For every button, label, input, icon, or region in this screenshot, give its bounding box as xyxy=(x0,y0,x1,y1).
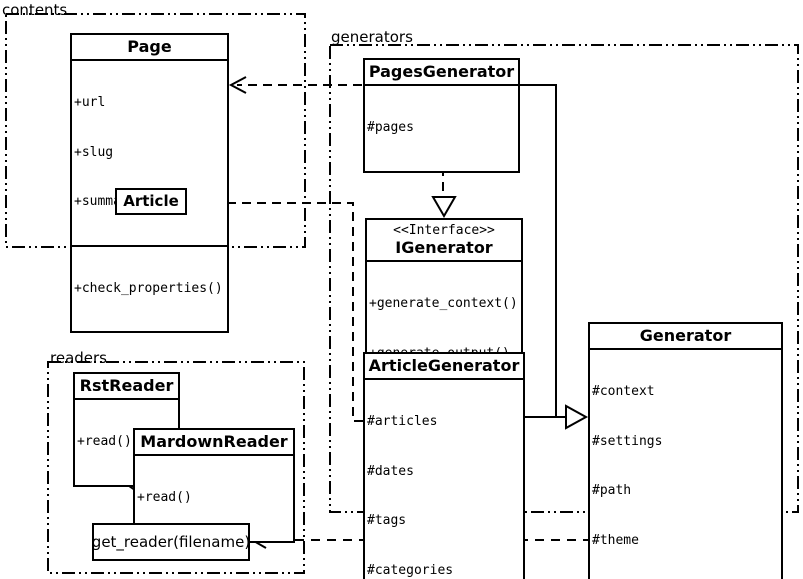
class-generator: Generator #context #settings #path #them… xyxy=(588,322,783,579)
class-page-attributes: +url +slug +summary xyxy=(72,59,227,245)
method: +read() xyxy=(77,434,132,449)
attribute: #theme xyxy=(592,532,639,548)
attribute: #articles xyxy=(367,414,438,429)
readers-package-label: readers xyxy=(50,349,107,367)
attribute: #path xyxy=(592,483,632,498)
attribute: #dates xyxy=(367,463,414,479)
class-pagesgenerator: PagesGenerator #pages xyxy=(363,58,520,173)
class-mardownreader-methods: +read() xyxy=(135,454,293,541)
contents-package-label: contents xyxy=(2,1,68,19)
generators-to-generator-generalization xyxy=(520,84,589,430)
get-reader-label: get_reader(filename) xyxy=(91,533,251,551)
class-articlegenerator: ArticleGenerator #articles #dates #tags … xyxy=(363,352,525,579)
get-reader-box: get_reader(filename) xyxy=(92,523,250,561)
class-rstreader-name: RstReader xyxy=(79,376,174,395)
class-pagesgenerator-attributes: #pages xyxy=(365,84,518,171)
attribute: +slug xyxy=(74,144,114,160)
class-page-methods: +check_properties() xyxy=(72,244,227,332)
class-page: Page +url +slug +summary +check_properti… xyxy=(70,33,229,333)
class-articlegenerator-attributes: #articles #dates #tags #categories xyxy=(365,378,523,579)
generators-package-label: generators xyxy=(331,28,413,46)
class-articlegenerator-name: ArticleGenerator xyxy=(368,356,520,375)
attribute: +url xyxy=(74,95,106,110)
method: +read() xyxy=(137,490,192,505)
pagesgenerator-to-page-dependency xyxy=(228,76,362,94)
class-pagesgenerator-name: PagesGenerator xyxy=(368,62,515,81)
attribute: #settings xyxy=(592,433,663,449)
class-article: Article xyxy=(115,188,187,215)
class-generator-name: Generator xyxy=(639,326,732,345)
class-rstreader-methods: +read() xyxy=(75,398,178,485)
attribute: #context xyxy=(592,384,655,399)
attribute: #tags xyxy=(367,513,407,528)
class-page-name: Page xyxy=(127,37,172,56)
contents-package-border xyxy=(5,13,306,248)
class-generator-attributes: #context #settings #path #theme #output_… xyxy=(590,348,781,579)
class-article-name: Article xyxy=(123,192,179,210)
readers-package-border xyxy=(47,361,305,574)
class-mardownreader-name: MardownReader xyxy=(140,432,288,451)
generators-package-border xyxy=(329,44,799,513)
attribute: #categories xyxy=(367,562,454,578)
method: +check_properties() xyxy=(74,280,223,296)
class-igenerator-stereotype: <<Interface>> xyxy=(393,223,495,238)
class-igenerator-name: IGenerator xyxy=(395,238,493,257)
attribute: #pages xyxy=(367,120,414,135)
method: +generate_context() xyxy=(369,296,518,311)
